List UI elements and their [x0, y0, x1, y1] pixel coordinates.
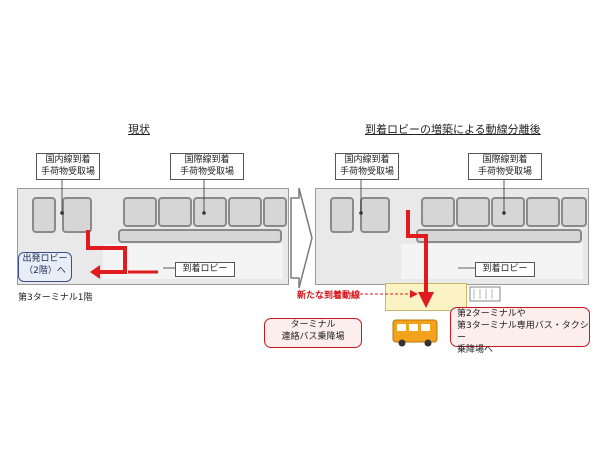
- leader-dot: [60, 211, 64, 215]
- baggage-belt: [526, 197, 560, 227]
- label-line: 国際線到着: [482, 155, 528, 165]
- transition-arrow: [290, 187, 313, 289]
- left-title: 現状: [128, 123, 150, 136]
- right-international-label: 国際線到着 手荷物受取場: [468, 153, 542, 180]
- baggage-belt: [118, 229, 282, 243]
- baggage-belt: [193, 197, 227, 227]
- baggage-belt: [228, 197, 262, 227]
- destination-label: 第2ターミナルや 第3ターミナル専用バス・タクシー 乗降場へ: [450, 307, 590, 355]
- bus-stop-label: ターミナル 連絡バス乗降場: [264, 318, 362, 348]
- label-line: 国内線到着: [45, 155, 91, 165]
- label-line: 乗降場へ: [457, 345, 494, 355]
- baggage-belt: [263, 197, 287, 227]
- route-arrowhead: [90, 265, 100, 279]
- label-line: 手荷物受取場: [179, 167, 234, 177]
- new-route: [406, 210, 428, 292]
- label-line: ターミナル: [290, 320, 336, 330]
- baggage-belt: [561, 197, 587, 227]
- departure-lobby-label: 出発ロビー （2階）へ: [18, 252, 72, 282]
- label-line: 第2ターミナルや: [457, 309, 526, 319]
- right-domestic-label: 国内線到着 手荷物受取場: [335, 153, 399, 180]
- baggage-belt: [62, 197, 92, 233]
- label-line: 第3ターミナル専用バス・タクシー: [457, 321, 589, 343]
- right-title: 到着ロビーの増築による動線分離後: [365, 123, 541, 136]
- left-international-label: 国際線到着 手荷物受取場: [170, 153, 244, 180]
- escalator-icon: [469, 286, 501, 302]
- baggage-belt: [421, 197, 455, 227]
- left-arrival-lobby-label: 到着ロビー: [175, 262, 235, 277]
- route-arrowhead: [418, 292, 434, 308]
- baggage-belt: [32, 197, 56, 233]
- right-arrival-lobby-label: 到着ロビー: [475, 262, 535, 277]
- label-line: 手荷物受取場: [339, 167, 394, 177]
- baggage-belt: [491, 197, 525, 227]
- leader-dot: [502, 211, 506, 215]
- label-line: 国内線到着: [344, 155, 390, 165]
- label-line: （2階）へ: [24, 266, 66, 276]
- bus-icon: [392, 319, 438, 347]
- left-domestic-label: 国内線到着 手荷物受取場: [36, 153, 100, 180]
- baggage-belt: [456, 197, 490, 227]
- new-route-label: 新たな到着動線: [297, 291, 361, 301]
- route-arrowhead: [410, 290, 418, 298]
- label-line: 出発ロビー: [22, 254, 68, 264]
- baggage-belt: [123, 197, 157, 227]
- baggage-belt: [360, 197, 390, 233]
- floor-label: 第3ターミナル1階: [18, 293, 93, 303]
- baggage-belt: [158, 197, 192, 227]
- label-line: 連絡バス乗降場: [281, 332, 345, 342]
- label-line: 国際線到着: [184, 155, 230, 165]
- label-line: 手荷物受取場: [40, 167, 95, 177]
- leader-dot: [202, 211, 206, 215]
- label-line: 到着ロビー: [482, 264, 528, 274]
- label-line: 到着ロビー: [182, 264, 228, 274]
- baggage-belt: [330, 197, 354, 233]
- current-route: [86, 230, 127, 274]
- label-line: 手荷物受取場: [477, 167, 532, 177]
- leader-dot: [359, 211, 363, 215]
